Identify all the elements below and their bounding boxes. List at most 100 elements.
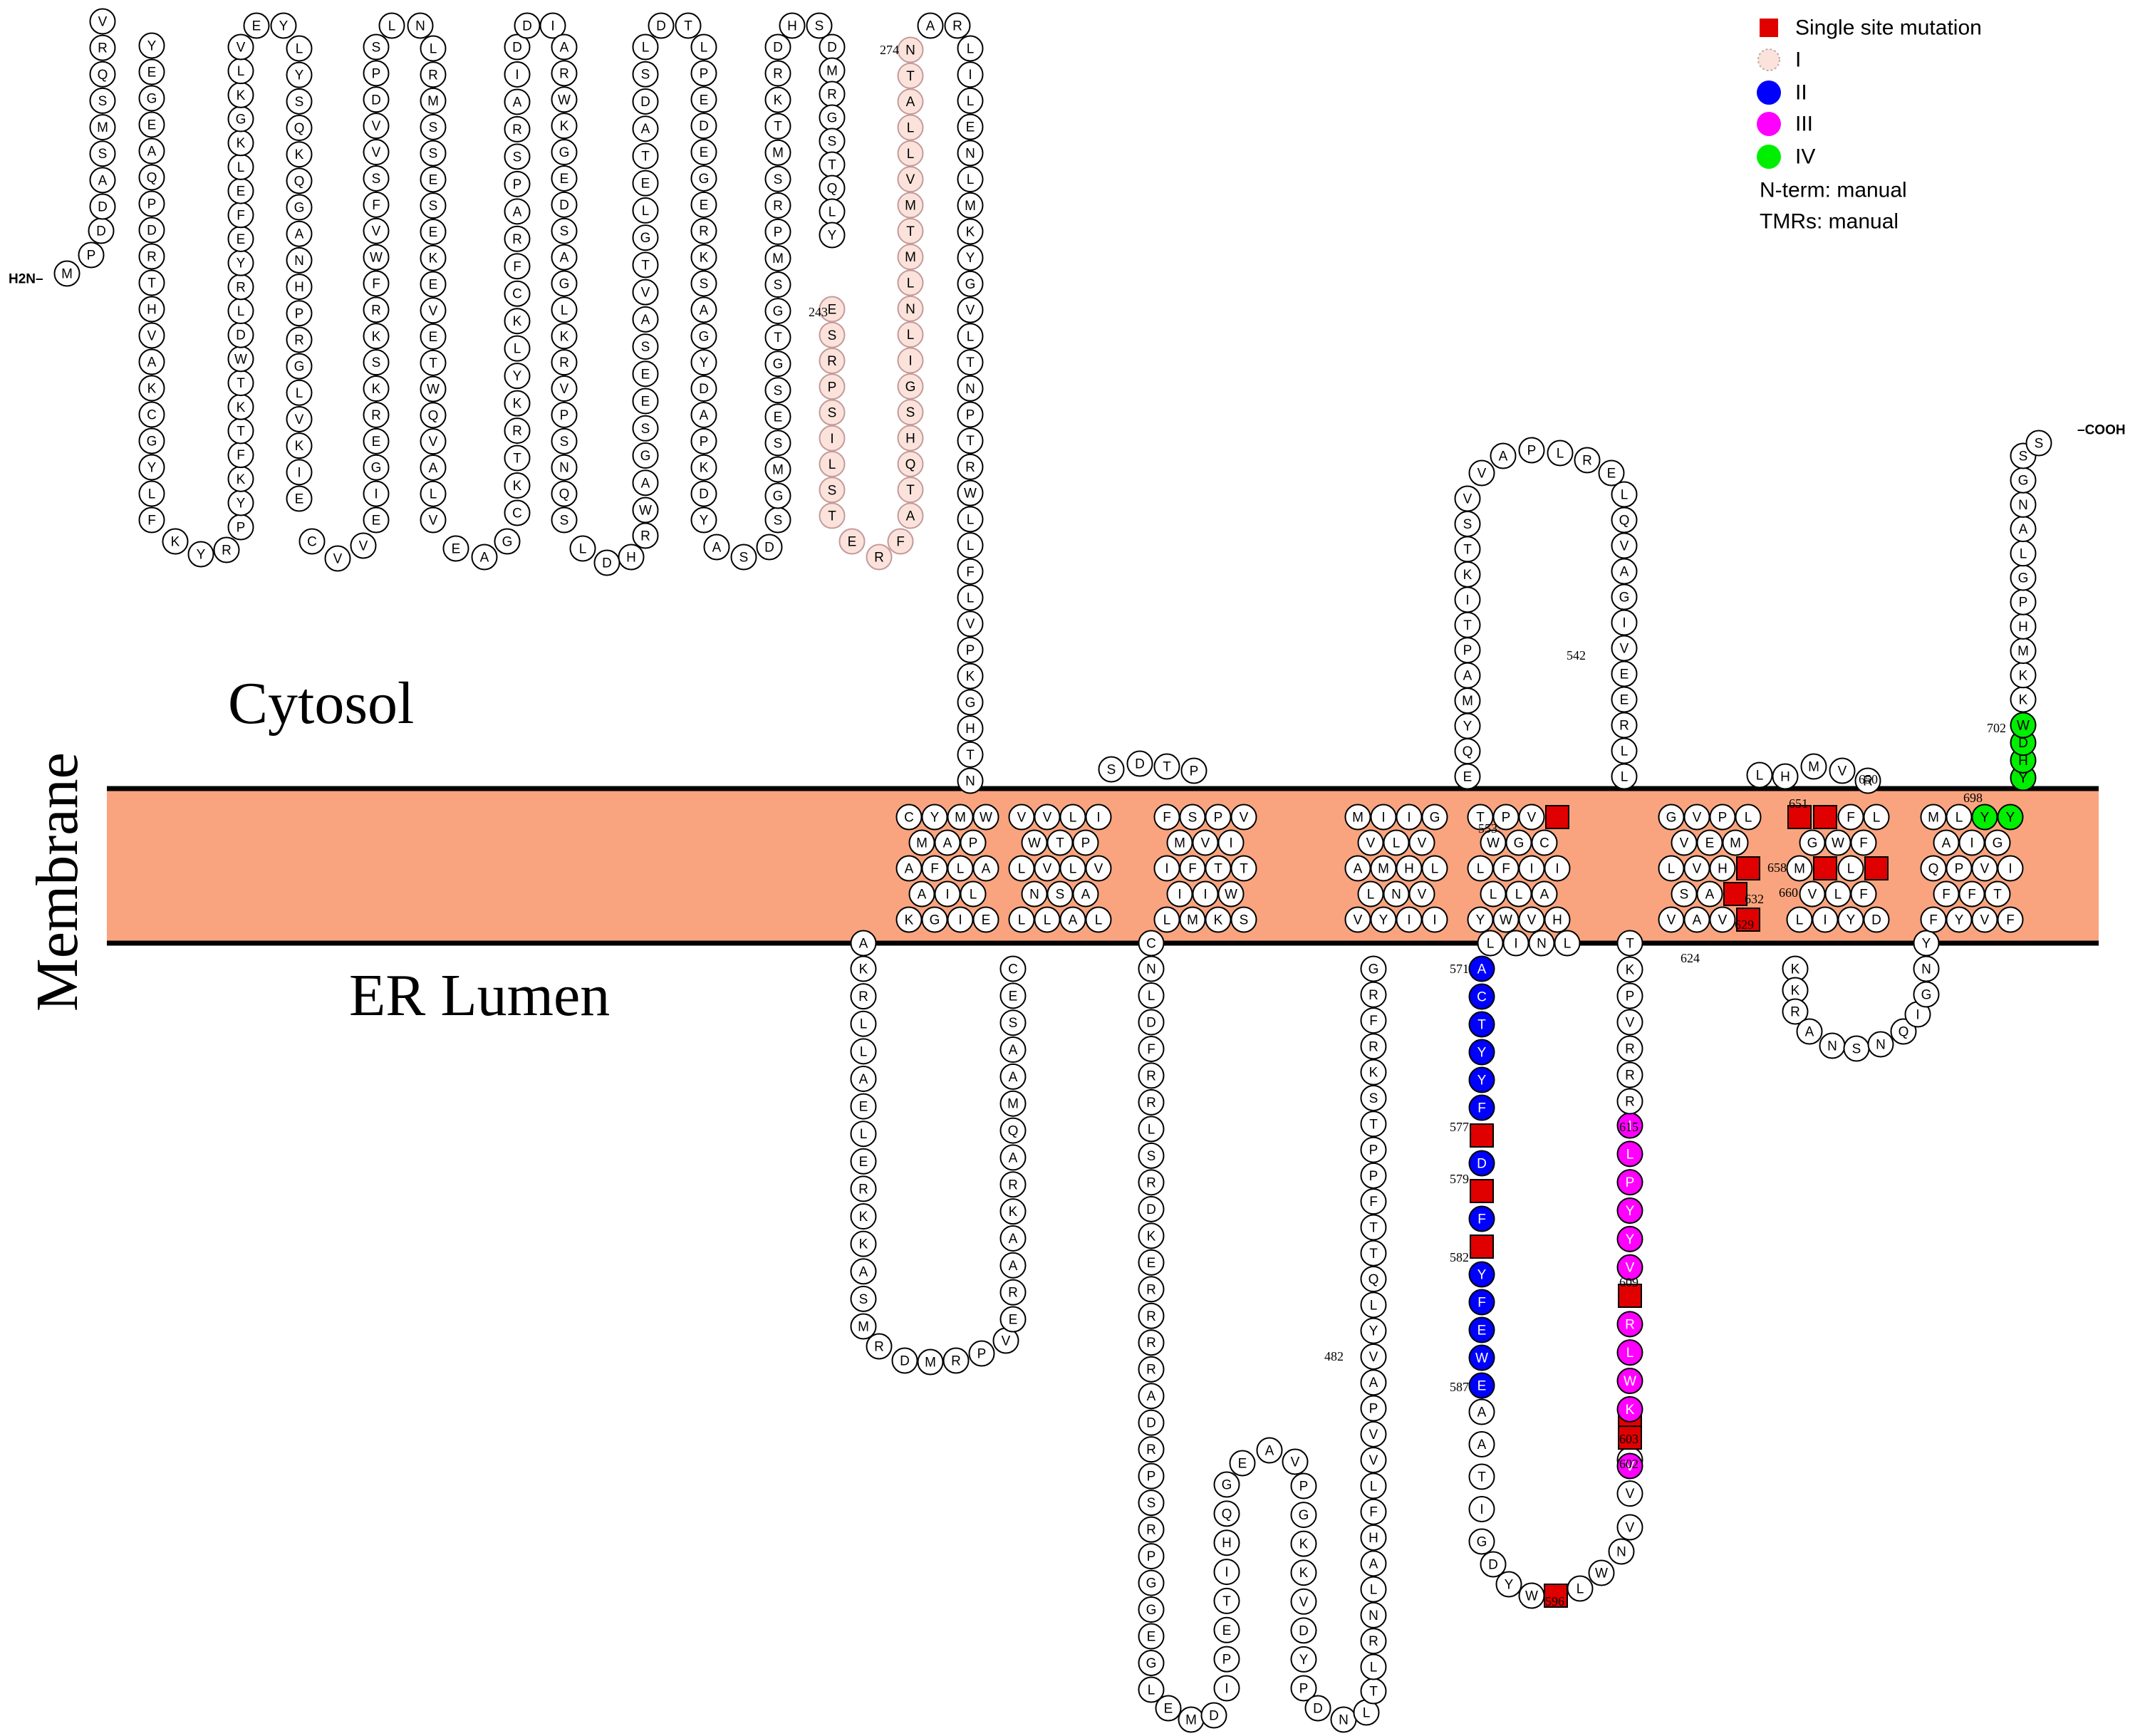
position-label: 629 — [1735, 918, 1754, 932]
residue-letter: G — [1477, 1535, 1487, 1550]
residue-letter: D — [699, 119, 709, 134]
residue-letter: N — [1876, 1038, 1886, 1053]
residue-letter: F — [147, 514, 156, 529]
residue-letter: A — [2019, 522, 2028, 537]
residue-circle — [618, 544, 645, 571]
residue-letter: I — [1096, 811, 1100, 826]
residue-letter: V — [1626, 1016, 1635, 1031]
residue-letter: E — [641, 177, 650, 192]
residue-circle — [957, 296, 984, 323]
residue-letter: Y — [295, 68, 304, 83]
residue-circle — [690, 401, 717, 428]
residue-circle — [999, 1090, 1027, 1117]
residue-circle — [1360, 981, 1387, 1008]
residue-letter: L — [967, 539, 975, 553]
residue-letter: L — [1095, 913, 1103, 928]
residue-circle — [551, 165, 578, 192]
residue-circle — [850, 1230, 877, 1257]
residue-letter: Y — [197, 548, 206, 563]
residue-circle — [957, 532, 984, 559]
residue-letter: K — [1299, 1566, 1309, 1581]
residue-circle — [730, 544, 757, 571]
residue-letter: R — [1146, 1336, 1156, 1351]
residue-circle — [632, 88, 659, 115]
residue-circle — [897, 477, 924, 504]
residue-letter: C — [512, 287, 522, 302]
residue-letter: K — [859, 1210, 868, 1225]
residue-letter: G — [905, 380, 916, 395]
position-label: 698 — [1963, 791, 1983, 805]
residue-circle — [286, 274, 313, 301]
residue-letter: V — [1299, 1595, 1309, 1610]
residue-letter: G — [371, 461, 382, 476]
residue-letter: F — [1477, 1101, 1486, 1116]
residue-letter: K — [1214, 913, 1223, 928]
residue-letter: I — [2008, 862, 2012, 877]
residue-circle — [957, 584, 984, 611]
residue-circle — [819, 451, 846, 477]
residue-letter: G — [930, 913, 940, 928]
residue-letter: T — [966, 355, 975, 370]
residue-circle — [1360, 1498, 1387, 1525]
residue-letter: L — [1148, 1122, 1155, 1137]
residue-circle — [504, 88, 531, 115]
residue-letter: Y — [966, 251, 975, 266]
residue-letter: Q — [1619, 514, 1630, 529]
residue-letter: K — [513, 479, 522, 494]
residue-letter: H — [626, 551, 636, 566]
residue-circle — [917, 12, 944, 39]
residue-letter: Y — [1955, 913, 1964, 928]
residue-letter: S — [774, 172, 783, 187]
residue-letter: K — [237, 400, 246, 415]
residue-circle — [806, 12, 833, 39]
legend-label: N-term: manual — [1760, 179, 1907, 202]
residue-letter: Y — [1846, 913, 1856, 928]
residue-letter: E — [859, 1155, 868, 1170]
residue-circle — [298, 528, 326, 555]
residue-letter: M — [925, 1356, 936, 1371]
residue-circle — [1829, 757, 1856, 784]
residue-circle — [420, 454, 447, 481]
residue-letter: K — [966, 225, 975, 240]
residue-letter: V — [1369, 1350, 1378, 1365]
residue-circle — [1518, 804, 1545, 831]
position-label: 577 — [1450, 1120, 1469, 1134]
residue-circle — [378, 12, 405, 39]
residue-circle — [897, 425, 924, 452]
legend-label: II — [1795, 81, 1807, 105]
residue-circle — [270, 12, 297, 39]
residue-letter: K — [295, 439, 304, 454]
residue-letter: K — [859, 1237, 868, 1252]
residue-circle — [363, 296, 390, 323]
residue-circle — [1616, 1061, 1643, 1088]
residue-letter: V — [98, 15, 108, 30]
residue-circle — [957, 349, 984, 376]
residue-circle — [957, 323, 984, 350]
residue-letter: T — [1369, 1247, 1378, 1262]
residue-letter: W — [1475, 1351, 1488, 1366]
position-label: 624 — [1681, 951, 1700, 965]
residue-letter: Y — [513, 369, 522, 384]
residue-letter: Q — [559, 487, 570, 502]
residue-letter: W — [1595, 1566, 1608, 1581]
residue-letter: R — [1146, 1069, 1156, 1083]
residue-letter: N — [905, 302, 915, 317]
residue-letter: W — [558, 93, 571, 108]
residue-letter: V — [1463, 492, 1472, 507]
residue-letter: P — [1527, 444, 1537, 459]
residue-circle — [1085, 906, 1112, 933]
residue-letter: P — [1222, 1653, 1232, 1668]
residue-letter: T — [429, 356, 437, 371]
residue-letter: R — [1625, 1317, 1635, 1332]
residue-circle — [138, 269, 165, 296]
residue-letter: F — [930, 862, 939, 877]
residue-letter: R — [1368, 988, 1378, 1003]
residue-circle — [286, 300, 313, 327]
residue-letter: E — [774, 410, 783, 425]
residue-letter: L — [1745, 811, 1752, 826]
residue-letter: R — [952, 19, 962, 34]
residue-letter: M — [1808, 760, 1819, 775]
residue-circle — [999, 1063, 1027, 1090]
residue-letter: S — [1463, 517, 1472, 532]
residue-circle — [1217, 880, 1245, 908]
